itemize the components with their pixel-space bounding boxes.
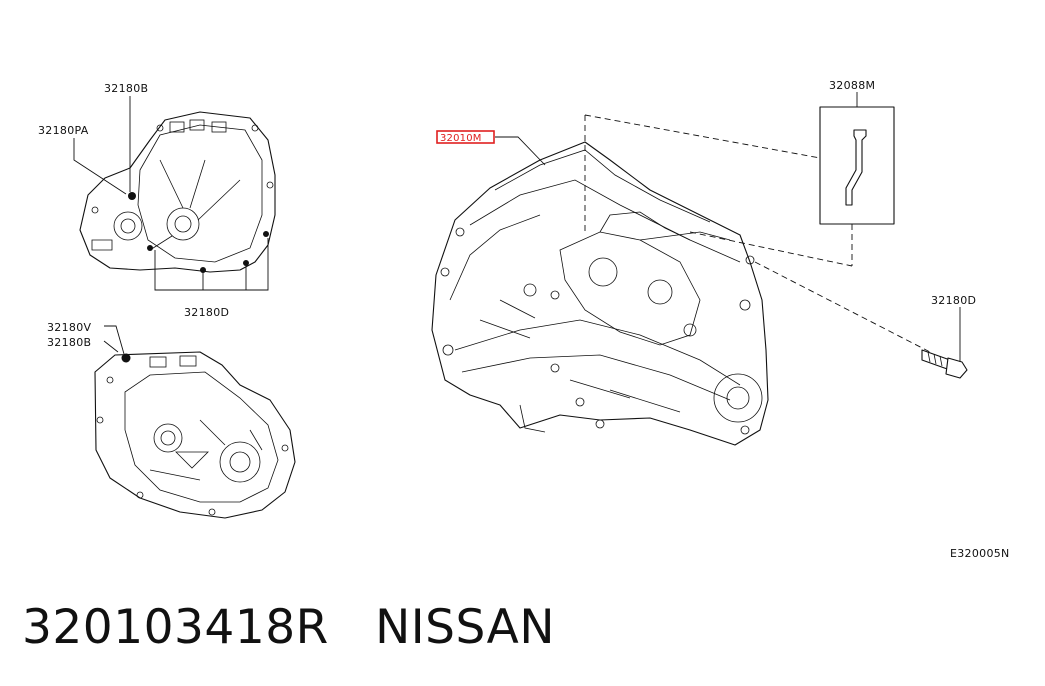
exploded-parts-diagram: 32180B 32180PA 32180D 32180V 32180B 3201… (38, 79, 1010, 560)
part-number: 320103418R (22, 600, 329, 655)
label-32180d-right: 32180D (931, 294, 976, 307)
label-32180d-left: 32180D (184, 306, 229, 319)
leader-32010M (495, 136, 546, 166)
lower-left-housing (94, 351, 296, 519)
leader-32180PA (73, 138, 127, 195)
bolt-part (921, 349, 968, 379)
label-32180b-bottom: 32180B (47, 336, 91, 349)
leader-32180D-left (154, 238, 269, 291)
label-32180v: 32180V (47, 321, 91, 334)
dash-line-top (584, 114, 821, 159)
part-caption: 320103418R NISSAN (22, 596, 555, 660)
dipstick-part (845, 129, 867, 206)
transaxle-assembly (431, 141, 769, 446)
leader-32180V-B (103, 325, 125, 355)
label-32010m: 32010M (440, 133, 482, 144)
brand-name: NISSAN (375, 600, 555, 655)
label-32180pa: 32180PA (38, 124, 89, 137)
upper-left-housing (79, 111, 276, 273)
dash-line-bolt (754, 261, 931, 353)
label-32180b-top: 32180B (104, 82, 148, 95)
label-32088m: 32088M (829, 79, 875, 92)
highlight-box-32010m (436, 130, 495, 144)
diagram-code: E320005N (950, 547, 1010, 560)
